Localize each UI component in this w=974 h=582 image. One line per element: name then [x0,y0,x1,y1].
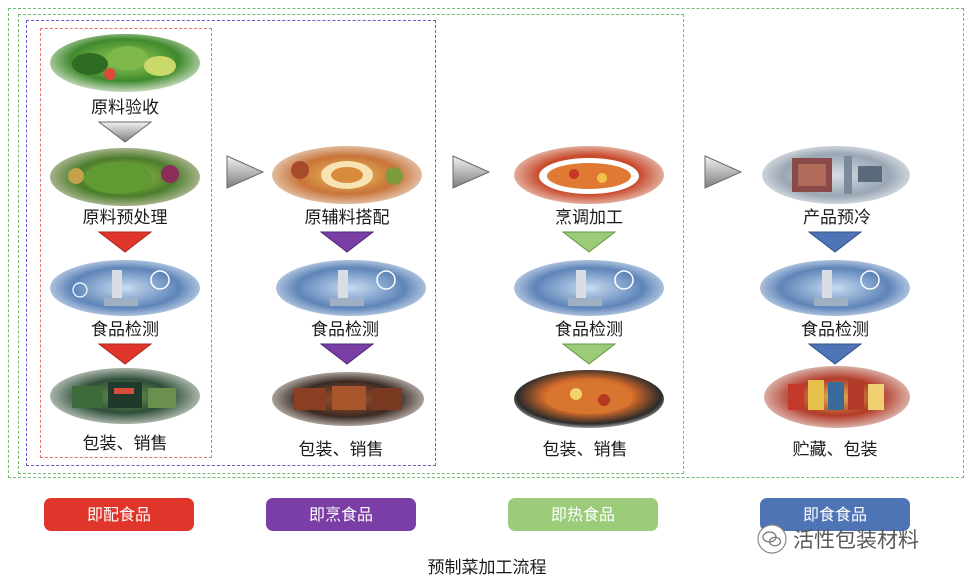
category-ready-to-cook: 即烹食品 [266,498,416,531]
category-ready-to-eat: 即食食品 [760,498,910,531]
salad-bowl-photo [50,148,200,206]
step-food-testing: 食品检测 [555,320,623,340]
step-packaging-sales: 包装、销售 [298,440,384,460]
dish-platter-photo [272,146,422,204]
casserole-photo [514,146,664,204]
step-raw-material-pretreatment: 原料预处理 [82,208,168,228]
arrow-down-grey [98,121,152,143]
packaged-food-photo [50,368,200,424]
purple-frame [26,20,436,466]
arrow-down-blue [808,231,862,253]
step-food-testing: 食品检测 [801,320,869,340]
arrow-down-blue [808,343,862,365]
watermark: 活性包装材料 [757,524,919,554]
arrow-down-green [562,343,616,365]
food-trays-photo [272,372,424,426]
vegetables-photo [50,34,200,92]
inner-green-frame [18,14,684,474]
watermark-text: 活性包装材料 [793,528,919,552]
red-frame [40,28,212,458]
category-ready-to-heat: 即热食品 [508,498,658,531]
step-packaging-sales: 包装、销售 [542,440,628,460]
arrow-right-grey [704,155,742,189]
arrow-down-purple [320,343,374,365]
arrow-down-purple [320,231,374,253]
step-product-precooling: 产品预冷 [803,208,871,228]
step-raw-material-inspection: 原料验收 [91,98,159,118]
arrow-down-red [98,343,152,365]
diagram-caption: 预制菜加工流程 [427,558,547,578]
outer-green-frame [8,8,964,478]
arrow-right-grey [452,155,490,189]
arrow-down-red [98,231,152,253]
step-storage-packaging: 贮藏、包装 [792,440,878,460]
wechat-icon [757,524,787,554]
microscope-photo [514,260,664,316]
chiller-photo [762,146,910,204]
microscope-photo [276,260,426,316]
arrow-down-green [562,231,616,253]
step-food-testing: 食品检测 [311,320,379,340]
microscope-photo [760,260,910,316]
step-food-testing: 食品检测 [91,320,159,340]
category-ready-to-assemble: 即配食品 [44,498,194,531]
arrow-right-grey [226,155,264,189]
step-cooking: 烹调加工 [555,208,623,228]
step-ingredient-pairing: 原辅料搭配 [304,208,390,228]
canned-goods-photo [764,366,910,428]
microscope-photo [50,260,200,316]
hotpot-photo [514,370,664,428]
step-packaging-sales: 包装、销售 [82,434,168,454]
